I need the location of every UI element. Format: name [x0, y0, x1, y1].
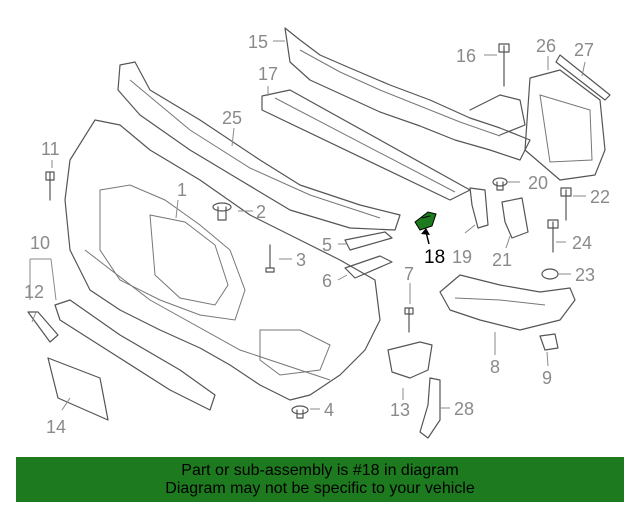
part-28-trim-strip	[419, 377, 441, 439]
callout-24: 24	[572, 233, 592, 253]
part-27-strip	[555, 54, 611, 101]
part-19-bracket	[469, 187, 489, 229]
callout-28: 28	[454, 399, 474, 419]
part-14-plate-bracket	[47, 357, 109, 421]
callout-3: 3	[296, 250, 306, 270]
callout-5: 5	[322, 235, 332, 255]
callout-12: 12	[24, 282, 44, 302]
callout-4: 4	[324, 400, 334, 420]
part-10-lower-strip	[54, 299, 216, 411]
callout-27: 27	[574, 40, 594, 60]
info-banner: Part or sub-assembly is #18 in diagram D…	[16, 457, 624, 502]
callout-16: 16	[456, 46, 476, 66]
fastener-16	[498, 43, 510, 87]
fastener-24	[547, 219, 559, 253]
callout-25: 25	[222, 108, 242, 128]
banner-line-2: Diagram may not be specific to your vehi…	[165, 479, 475, 497]
callout-2: 2	[256, 202, 266, 222]
callout-7: 7	[404, 264, 414, 284]
fastener-11	[45, 171, 55, 201]
callout-13: 13	[390, 400, 410, 420]
callout-17: 17	[258, 64, 278, 84]
part-13-bracket	[387, 341, 433, 379]
fastener-23	[541, 268, 559, 280]
part-1-bumper-cover	[64, 119, 381, 401]
fastener-22	[560, 187, 572, 221]
fastener-7	[404, 307, 414, 333]
callout-6: 6	[322, 271, 332, 291]
parts-diagram: 1 2 3 4 5 6 7 8 9 10 11 12 13 14 15 16 1…	[24, 27, 611, 439]
banner-line-1: Part or sub-assembly is #18 in diagram	[181, 461, 459, 479]
callout-14: 14	[46, 417, 66, 437]
leader-lines	[29, 40, 586, 411]
callout-1: 1	[177, 180, 187, 200]
fastener-3	[265, 244, 275, 273]
callout-10: 10	[30, 233, 50, 253]
part-9-clip	[539, 333, 559, 351]
part-6-bracket	[344, 255, 393, 279]
callout-18: 18	[424, 247, 445, 268]
callout-15: 15	[248, 32, 268, 52]
callout-20: 20	[528, 173, 548, 193]
part-15-upper-beam	[284, 27, 531, 161]
callout-21: 21	[492, 250, 512, 270]
part-21-bracket	[501, 197, 529, 239]
callout-26: 26	[536, 36, 556, 56]
part-17-bar	[261, 89, 471, 201]
part-18-highlighted	[414, 211, 437, 245]
part-8-support-bracket	[439, 274, 576, 331]
callout-23: 23	[575, 265, 595, 285]
callout-9: 9	[542, 368, 552, 388]
part-5-bracket	[344, 231, 393, 251]
callout-8: 8	[490, 357, 500, 377]
fastener-4	[291, 405, 309, 419]
part-25-upper-trim	[117, 61, 401, 231]
callout-22: 22	[590, 187, 610, 207]
fastener-20	[492, 177, 508, 191]
callout-19: 19	[452, 247, 472, 267]
fastener-2	[212, 202, 232, 221]
part-26-bracket	[524, 69, 606, 181]
part-12-end-cap	[27, 311, 59, 343]
callout-11: 11	[41, 139, 60, 159]
